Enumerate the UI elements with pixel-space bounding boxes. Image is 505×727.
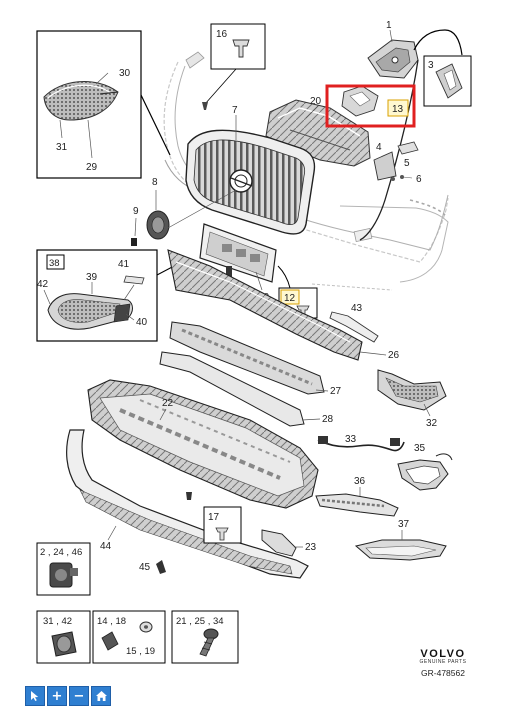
part-36-light-strip[interactable]: 36 [315, 476, 399, 517]
part-37-side-trim[interactable]: 37 [354, 519, 447, 561]
callout-38: 38 [49, 258, 60, 269]
callout-29: 29 [86, 162, 98, 173]
diagram-reference: GR-478562 [421, 668, 465, 678]
genuine-parts-label: GENUINE PARTS [419, 659, 467, 665]
callout-43: 43 [351, 303, 363, 314]
callout-8: 8 [152, 177, 158, 188]
callout-26: 26 [388, 350, 400, 361]
callout-35: 35 [414, 443, 426, 454]
callout-7: 7 [232, 105, 238, 116]
part-13-highlighted-bracket[interactable]: 13 [325, 84, 416, 128]
callout-9: 9 [133, 206, 139, 217]
callout-41: 41 [118, 259, 130, 270]
callout-4: 4 [376, 142, 382, 153]
callout-42: 42 [37, 279, 49, 290]
callout-45: 45 [139, 562, 151, 573]
kit-label-2-24-46: 2 , 24 , 46 [40, 547, 82, 558]
callout-3: 3 [428, 60, 434, 71]
callout-39: 39 [86, 272, 98, 283]
part-33-wiring-harness[interactable]: 33 [317, 434, 405, 452]
part-9-clip[interactable]: 9 [131, 206, 139, 246]
viewer-toolbar: + − [25, 686, 111, 706]
kit-box-14-18-15-19[interactable]: 14 , 18 15 , 19 [92, 610, 166, 664]
callout-44: 44 [100, 541, 112, 552]
home-icon [95, 691, 107, 701]
kit-box-2-24-46[interactable]: 2 , 24 , 46 [36, 542, 91, 596]
inset-box-side-grille[interactable]: 30 31 29 [36, 30, 171, 179]
kit-box-21-25-34[interactable]: 21 , 25 , 34 [171, 610, 239, 664]
box-part-3[interactable]: 3 [423, 55, 472, 107]
part-28-lower-bar[interactable]: 28 [159, 351, 334, 427]
callout-40: 40 [136, 317, 148, 328]
callout-30: 30 [119, 68, 131, 79]
home-button[interactable] [91, 686, 111, 706]
box-part-17[interactable]: 17 [203, 506, 242, 544]
callout-31: 31 [56, 142, 68, 153]
callout-22: 22 [162, 398, 174, 409]
callout-6: 6 [416, 174, 422, 185]
select-tool-button[interactable] [25, 686, 45, 706]
kit-label-15-19: 15 , 19 [126, 646, 155, 657]
callout-20: 20 [310, 96, 322, 107]
callout-27: 27 [330, 386, 342, 397]
kit-label-31-42: 31 , 42 [43, 616, 72, 627]
part-35-fog-lamp[interactable]: 35 [397, 443, 453, 491]
volvo-logo: VOLVO [420, 648, 466, 660]
kit-label-21-25-34: 21 , 25 , 34 [176, 616, 224, 627]
kit-box-31-42[interactable]: 31 , 42 [36, 610, 91, 664]
callout-5: 5 [404, 158, 410, 169]
part-7-front-grille[interactable]: 7 [185, 105, 316, 235]
highlight-frame [325, 84, 416, 128]
callout-17: 17 [208, 512, 220, 523]
box-part-16[interactable]: 16 [202, 23, 266, 110]
part-22-undertray[interactable]: 22 [87, 379, 319, 509]
callout-28: 28 [322, 414, 334, 425]
part-43-trim-strip[interactable]: 43 [329, 303, 379, 343]
callout-1: 1 [386, 20, 392, 31]
zoom-in-button[interactable]: + [47, 686, 67, 706]
part-32-light-bracket[interactable]: 32 [377, 369, 447, 429]
zoom-out-button[interactable]: − [69, 686, 89, 706]
callout-33: 33 [345, 434, 357, 445]
part-44-lower-spoiler[interactable]: 44 [66, 429, 309, 579]
volvo-brand-block: VOLVO GENUINE PARTS GR-478562 [412, 648, 474, 678]
callout-23: 23 [305, 542, 317, 553]
part-8-emblem[interactable]: 8 [146, 177, 237, 240]
callout-12: 12 [284, 293, 296, 304]
kit-label-14-18: 14 , 18 [97, 616, 126, 627]
part-1-sensor-bracket[interactable]: 1 [359, 20, 463, 241]
inset-box-fog-light-bezel[interactable]: 38 39 41 40 42 [36, 249, 177, 342]
callout-13: 13 [392, 104, 404, 115]
part-23-deflector[interactable]: 23 [261, 529, 317, 557]
parts-4-5-6-bracket[interactable]: 4 5 6 [373, 141, 422, 185]
callout-32: 32 [426, 418, 438, 429]
box-part-12[interactable]: 12 [277, 265, 318, 319]
callout-16: 16 [216, 29, 228, 40]
callout-36: 36 [354, 476, 366, 487]
part-26-lower-beam[interactable]: 26 [167, 249, 400, 361]
part-45-screw[interactable]: 45 [139, 560, 166, 574]
select-arrow-icon [31, 691, 39, 701]
callout-37: 37 [398, 519, 410, 530]
part-27-absorber[interactable]: 27 [169, 321, 342, 397]
